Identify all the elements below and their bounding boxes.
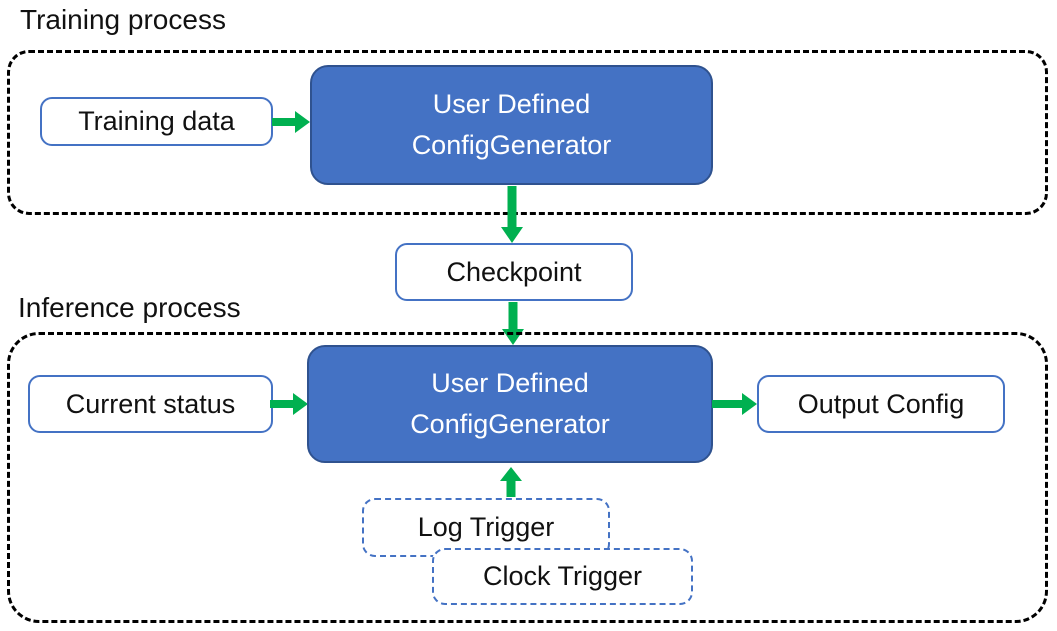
training-container — [7, 50, 1048, 215]
arrow-shaft — [272, 118, 297, 126]
current-status-label: Current status — [65, 388, 236, 419]
training-config-generator-box: User Defined ConfigGenerator — [310, 65, 713, 185]
arrow-training-data-to-generator-icon — [272, 111, 310, 133]
arrow-head — [742, 393, 757, 415]
training-process-label: Training process — [20, 4, 226, 35]
training-data-box: Training data — [40, 97, 273, 146]
inference-config-generator-line1: User Defined — [431, 368, 589, 398]
arrow-shaft — [507, 186, 517, 229]
training-data-label: Training data — [78, 106, 235, 136]
checkpoint-box: Checkpoint — [395, 243, 633, 301]
arrow-triggers-to-generator-icon — [500, 467, 522, 497]
arrow-current-status-to-generator-icon — [270, 393, 308, 415]
arrow-shaft — [270, 400, 295, 408]
arrow-shaft — [508, 302, 518, 331]
checkpoint-label: Checkpoint — [446, 256, 582, 287]
arrow-shaft — [506, 479, 516, 497]
arrow-head — [293, 393, 308, 415]
output-config-label: Output Config — [797, 388, 965, 419]
inference-config-generator-box: User Defined ConfigGenerator — [307, 345, 713, 463]
output-config-box: Output Config — [757, 375, 1005, 433]
arrow-generator-to-output-icon — [712, 393, 757, 415]
training-config-generator-line2: ConfigGenerator — [411, 130, 612, 160]
arrow-head — [501, 227, 523, 243]
arrow-generator-to-checkpoint-icon — [501, 186, 523, 243]
log-trigger-label: Log Trigger — [417, 512, 555, 542]
training-config-generator-line1: User Defined — [432, 89, 591, 119]
clock-trigger-box: Clock Trigger — [432, 548, 693, 605]
clock-trigger-label: Clock Trigger — [482, 561, 643, 591]
arrow-head — [500, 467, 522, 481]
arrow-shaft — [712, 400, 744, 408]
arrow-head — [295, 111, 310, 133]
inference-container — [7, 332, 1048, 623]
inference-config-generator-line2: ConfigGenerator — [410, 409, 610, 439]
current-status-box: Current status — [28, 375, 273, 433]
inference-process-label: Inference process — [18, 292, 241, 323]
